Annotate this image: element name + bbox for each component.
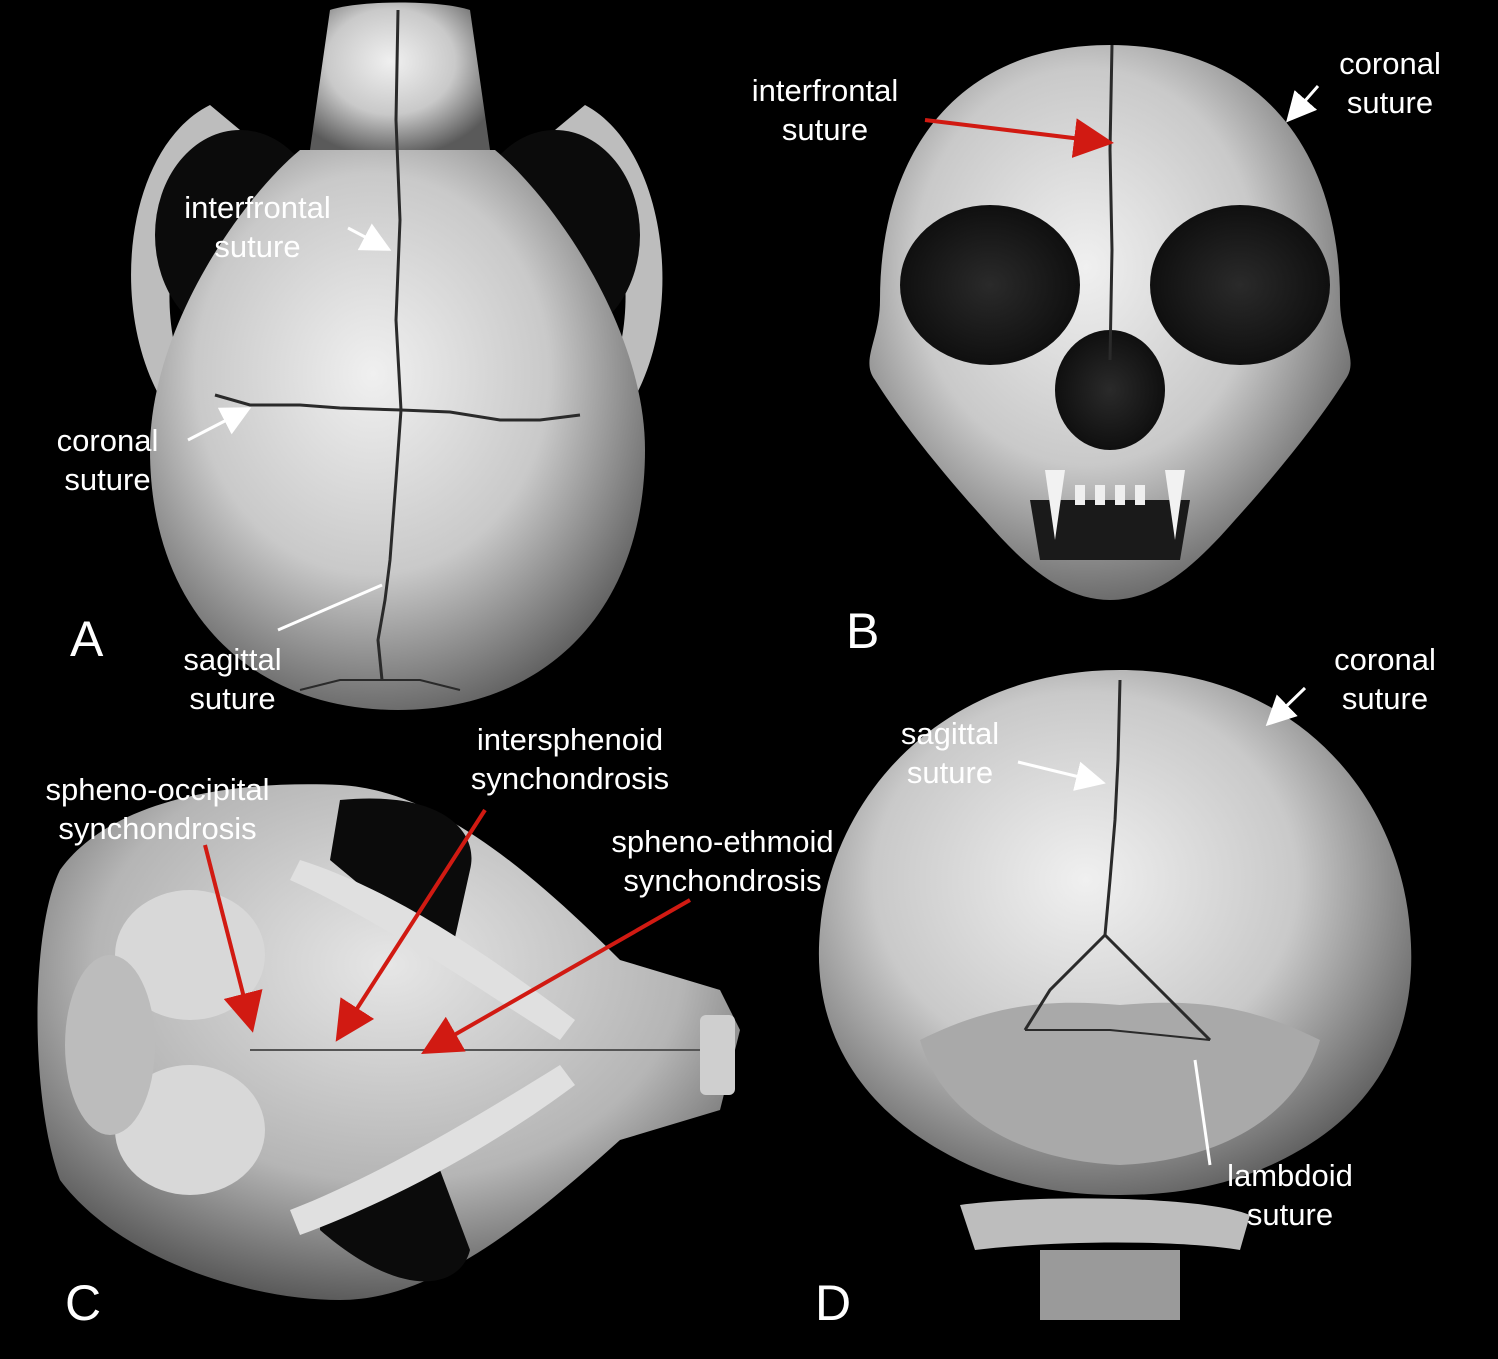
panel-d-skull-caudal xyxy=(818,670,1412,1320)
panel-letter-a: A xyxy=(70,611,104,667)
panel-letter-c: C xyxy=(65,1275,102,1331)
panel-letter-b: B xyxy=(846,603,880,659)
panel-b-skull-frontal xyxy=(869,44,1351,600)
panel-c-skull-ventral xyxy=(37,784,740,1300)
panel-a-skull-dorsal xyxy=(131,2,663,710)
panel-letter-d: D xyxy=(815,1275,852,1331)
